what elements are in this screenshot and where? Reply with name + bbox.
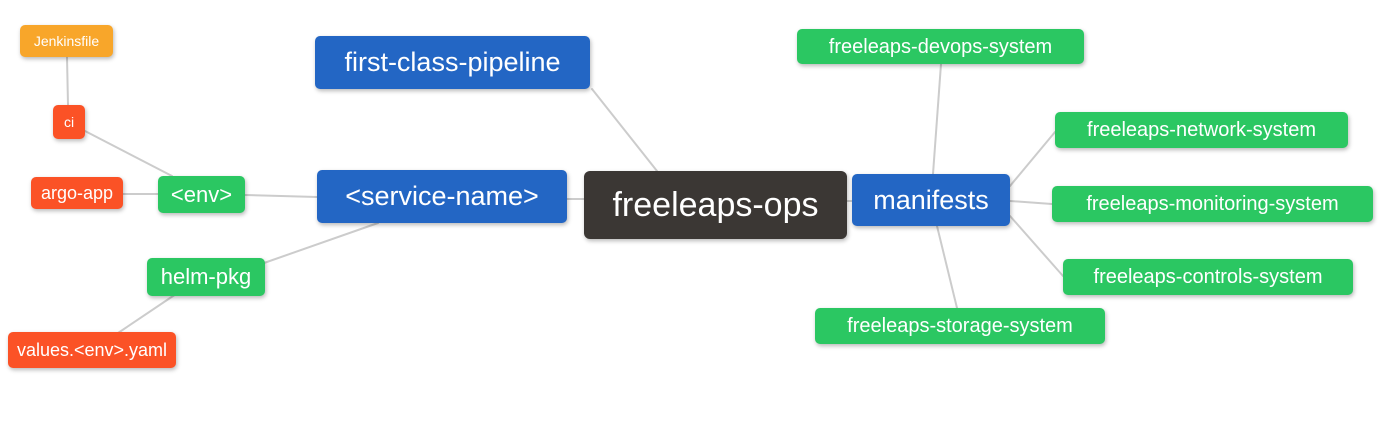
node-manifests[interactable]: manifests [852,174,1010,226]
node-freeleaps-controls-system[interactable]: freeleaps-controls-system [1063,259,1353,295]
edge-env-service-name [244,194,318,198]
edge-jenkinsfile-ci [66,56,69,106]
edge-ci-env [84,130,173,177]
edge-first-class-pipeline-freeleaps-ops [591,88,658,172]
edge-manifests-freeleaps-devops-system [932,63,942,175]
node-freeleaps-storage-system[interactable]: freeleaps-storage-system [815,308,1105,344]
node-ci[interactable]: ci [53,105,85,139]
node-first-class-pipeline[interactable]: first-class-pipeline [315,36,590,89]
edge-manifests-freeleaps-controls-system [1009,215,1064,277]
node-freeleaps-ops[interactable]: freeleaps-ops [584,171,847,239]
edge-helm-pkg-service-name [263,222,379,264]
node-jenkinsfile[interactable]: Jenkinsfile [20,25,113,57]
node-service-name[interactable]: <service-name> [317,170,567,223]
edge-manifests-freeleaps-network-system [1009,131,1056,187]
node-freeleaps-devops-system[interactable]: freeleaps-devops-system [797,29,1084,64]
node-freeleaps-monitoring-system[interactable]: freeleaps-monitoring-system [1052,186,1373,222]
node-env[interactable]: <env> [158,176,245,213]
edge-manifests-freeleaps-monitoring-system [1009,200,1053,205]
edge-values-env-yaml-helm-pkg [117,293,177,334]
edge-manifests-freeleaps-storage-system [936,225,958,309]
node-helm-pkg[interactable]: helm-pkg [147,258,265,296]
node-freeleaps-network-system[interactable]: freeleaps-network-system [1055,112,1348,148]
node-values-env-yaml[interactable]: values.<env>.yaml [8,332,176,368]
node-argo-app[interactable]: argo-app [31,177,123,209]
